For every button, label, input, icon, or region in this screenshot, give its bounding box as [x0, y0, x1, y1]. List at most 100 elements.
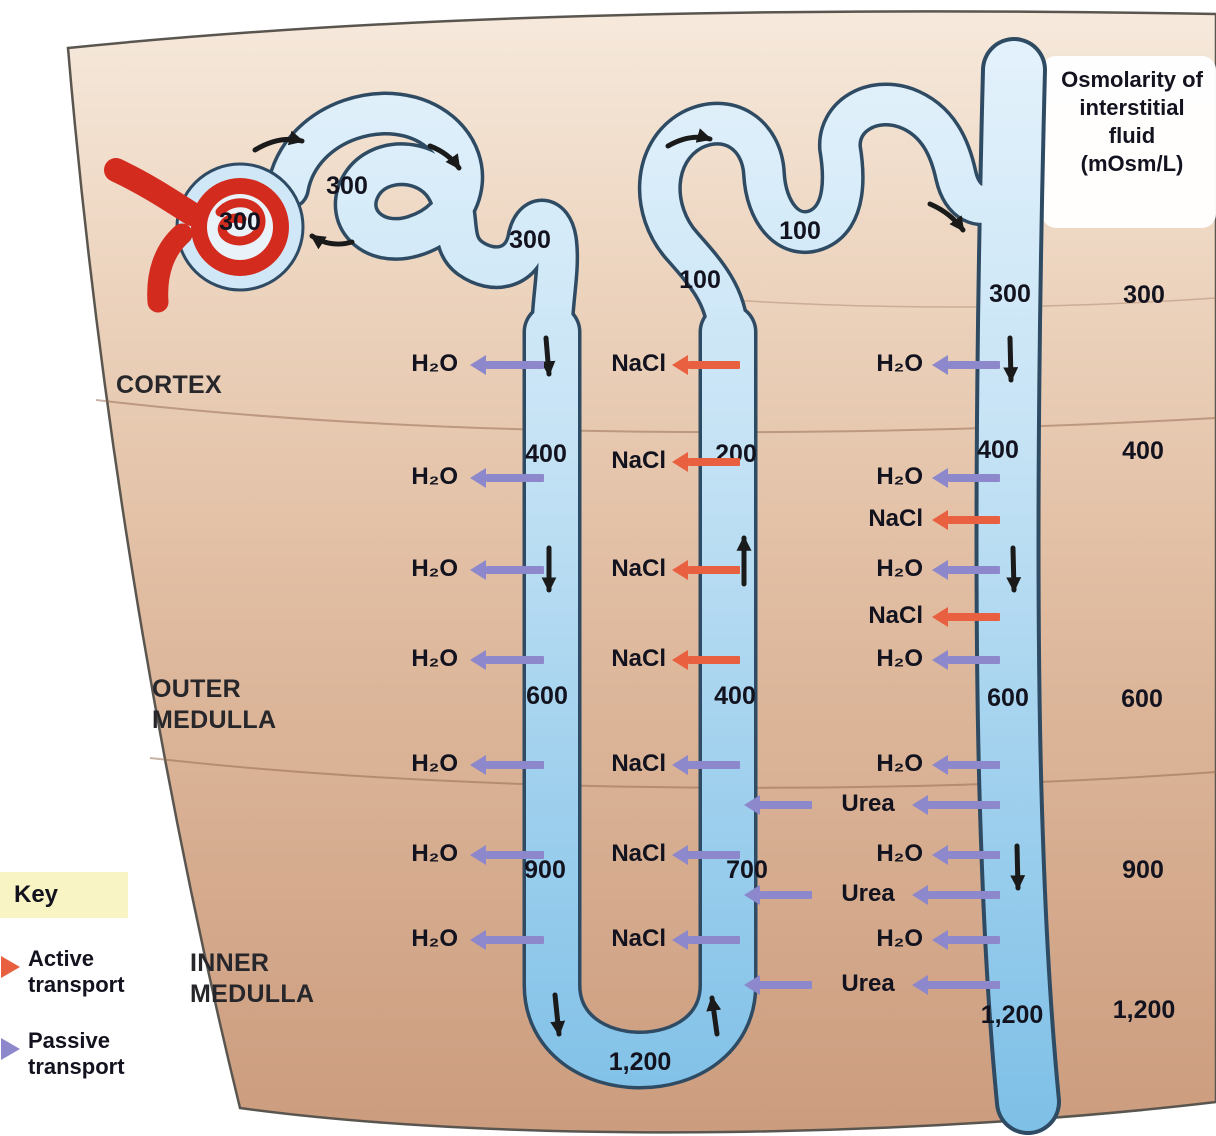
scale-value: 400: [1122, 437, 1164, 465]
passive-arrow: [744, 975, 812, 995]
scale-header-panel: [1042, 56, 1216, 228]
tubule-value: 400: [714, 682, 756, 710]
h2o-label: H₂O: [411, 645, 458, 672]
tissue-background: [66, 10, 1216, 1134]
passive-arrow: [470, 355, 544, 375]
h2o-label: H₂O: [876, 463, 923, 490]
nacl-label: NaCl: [868, 505, 923, 532]
passive-arrow: [932, 845, 1000, 865]
scale-header-line: interstitial: [1079, 95, 1185, 120]
tubule-value: 300: [326, 172, 368, 200]
key-item-text: transport: [28, 1054, 125, 1079]
nacl-label: NaCl: [611, 750, 666, 777]
nacl-label: NaCl: [611, 555, 666, 582]
active-arrow: [672, 560, 740, 580]
h2o-label: H₂O: [876, 840, 923, 867]
passive-arrow: [744, 795, 812, 815]
glomerulus-value: 300: [219, 208, 261, 236]
scale-value: 1,200: [1112, 996, 1176, 1024]
key-item-passive-transport: Passive transport: [28, 1028, 125, 1080]
efferent-arteriole: [147, 223, 193, 313]
passive-arrow: [470, 650, 544, 670]
region-text: INNER: [190, 949, 270, 977]
passive-arrow: [912, 795, 1000, 815]
region-label-inner-medulla: INNER MEDULLA: [190, 948, 314, 1010]
scale-value: 600: [1121, 685, 1163, 713]
glomerulus-capillary: [215, 198, 266, 246]
tubule-value: 100: [779, 217, 821, 245]
passive-arrow: [912, 975, 1000, 995]
tubule-value: 700: [726, 856, 768, 884]
scale-value: 300: [1123, 281, 1165, 309]
passive-arrow: [470, 845, 544, 865]
passive-arrow: [744, 885, 812, 905]
scale-header-line: Osmolarity of: [1061, 67, 1203, 92]
key-title: Key: [14, 881, 59, 908]
urea-label: Urea: [841, 880, 895, 907]
nacl-label: NaCl: [611, 350, 666, 377]
h2o-label: H₂O: [411, 350, 458, 377]
region-text: OUTER: [152, 675, 241, 703]
passive-arrow: [932, 650, 1000, 670]
nacl-label: NaCl: [868, 602, 923, 629]
h2o-label: H₂O: [411, 750, 458, 777]
tubule-value: 300: [989, 280, 1031, 308]
key-item-text: Passive: [28, 1028, 110, 1053]
nacl-label: NaCl: [611, 447, 666, 474]
afferent-arteriole: [104, 158, 204, 226]
key-item-text: transport: [28, 972, 125, 997]
passive-arrow: [932, 355, 1000, 375]
tubule-value: 600: [987, 684, 1029, 712]
h2o-label: H₂O: [876, 350, 923, 377]
key-box: Key: [0, 872, 128, 918]
scale-header: Osmolarity of interstitial fluid (mOsm/L…: [1048, 66, 1216, 178]
scale-header-line: fluid: [1108, 123, 1156, 148]
active-arrow: [672, 355, 740, 375]
h2o-label: H₂O: [411, 463, 458, 490]
active-arrow: [672, 452, 740, 472]
glomerulus: [104, 158, 305, 313]
urea-label: Urea: [841, 970, 895, 997]
h2o-label: H₂O: [411, 840, 458, 867]
passive-arrow: [470, 755, 544, 775]
h2o-label: H₂O: [876, 925, 923, 952]
nacl-label: NaCl: [611, 645, 666, 672]
passive-arrow: [470, 560, 544, 580]
passive-arrow: [932, 930, 1000, 950]
passive-arrow: [672, 930, 740, 950]
passive-arrow: [932, 755, 1000, 775]
region-text: MEDULLA: [152, 706, 277, 734]
passive-arrow: [932, 560, 1000, 580]
passive-transport-arrow-icon: [1, 1038, 20, 1060]
scale-header-line: (mOsm/L): [1080, 151, 1184, 176]
passive-arrow: [672, 845, 740, 865]
region-text: MEDULLA: [190, 980, 315, 1008]
nacl-label: NaCl: [611, 925, 666, 952]
tubule-value: 900: [524, 856, 566, 884]
h2o-label: H₂O: [411, 925, 458, 952]
h2o-label: H₂O: [411, 555, 458, 582]
h2o-label: H₂O: [876, 750, 923, 777]
active-transport-arrow-icon: [1, 956, 20, 978]
scale-value: 900: [1122, 856, 1164, 884]
region-label-outer-medulla: OUTER MEDULLA: [152, 674, 276, 736]
urea-label: Urea: [841, 790, 895, 817]
tubule-value: 400: [977, 436, 1019, 464]
tubule-value: 1,200: [608, 1048, 672, 1076]
passive-arrow: [932, 468, 1000, 488]
active-arrow: [672, 650, 740, 670]
region-label-cortex: CORTEX: [116, 370, 222, 401]
tubule-value: 300: [509, 226, 551, 254]
tubule-value: 100: [679, 266, 721, 294]
key-item-active-transport: Active transport: [28, 946, 125, 998]
tubule-value: 1,200: [980, 1001, 1044, 1029]
passive-arrow: [470, 468, 544, 488]
region-text: CORTEX: [116, 371, 222, 399]
passive-arrow: [912, 885, 1000, 905]
nacl-label: NaCl: [611, 840, 666, 867]
key-item-text: Active: [28, 946, 95, 971]
active-arrow: [932, 510, 1000, 530]
active-arrow: [932, 607, 1000, 627]
